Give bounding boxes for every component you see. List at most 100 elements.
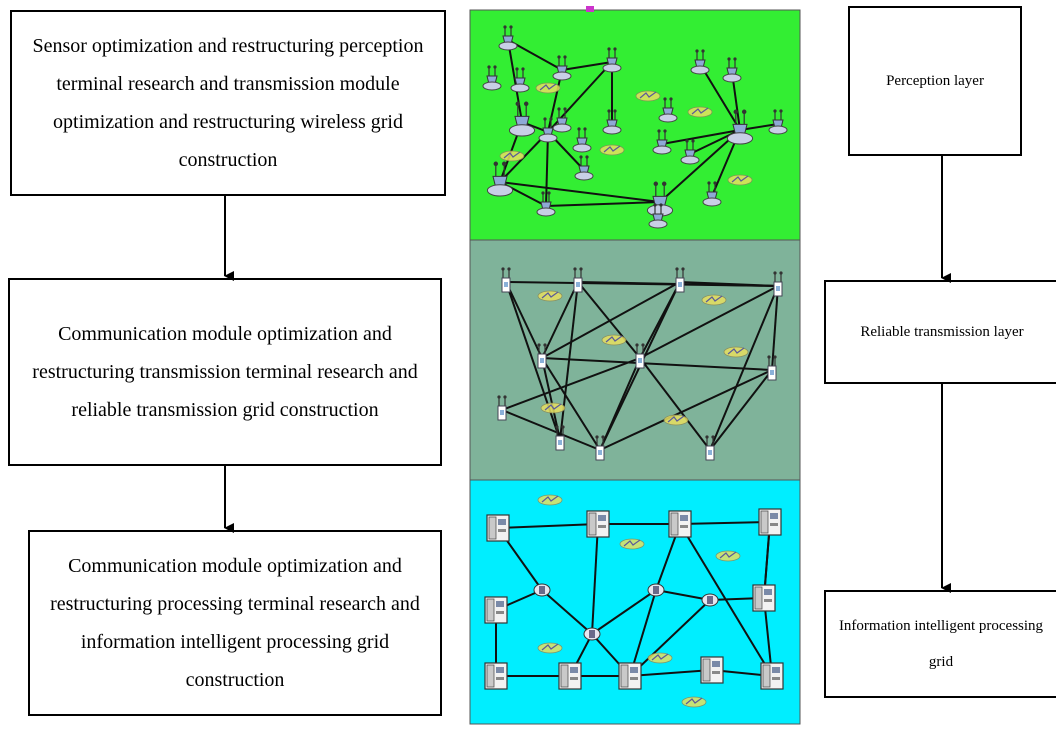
- antenna-sensor-icon: [680, 139, 700, 165]
- panel-marker: [586, 6, 594, 12]
- network-link: [591, 589, 657, 635]
- wireless-signal-icon: [537, 642, 563, 654]
- layer-box-information-processing: Information intelligent processing grid: [824, 590, 1056, 698]
- antenna-sensor-icon: [726, 109, 754, 145]
- antenna-tower-icon: [501, 267, 511, 293]
- antenna-sensor-icon: [538, 117, 558, 143]
- antenna-tower-icon: [555, 425, 565, 451]
- wireless-signal-icon: [635, 90, 661, 102]
- network-link: [629, 599, 711, 677]
- wireless-signal-icon: [499, 150, 525, 162]
- antenna-sensor-icon: [658, 97, 678, 123]
- antenna-sensor-icon: [602, 109, 622, 135]
- wireless-signal-icon: [687, 106, 713, 118]
- network-link: [639, 357, 711, 451]
- server-computer-icon: [668, 510, 692, 538]
- server-computer-icon: [647, 583, 665, 597]
- antenna-sensor-icon: [482, 65, 502, 91]
- step-box-communication-transmission: Communication module optimization and re…: [8, 278, 442, 466]
- antenna-tower-icon: [573, 267, 583, 293]
- step-text: Communication module optimization and re…: [50, 555, 420, 691]
- network-link: [545, 201, 661, 207]
- layer-box-reliable-transmission: Reliable transmission layer: [824, 280, 1056, 384]
- server-computer-icon: [484, 662, 508, 690]
- antenna-sensor-icon: [646, 181, 674, 217]
- wireless-signal-icon: [727, 174, 753, 186]
- wireless-signal-icon: [599, 144, 625, 156]
- wireless-signal-icon: [540, 402, 566, 414]
- step-box-communication-processing: Communication module optimization and re…: [28, 530, 442, 716]
- network-link: [679, 523, 773, 677]
- processing-network-panel: [469, 479, 801, 725]
- server-computer-icon: [533, 583, 551, 597]
- wireless-signal-icon: [537, 290, 563, 302]
- wireless-signal-icon: [715, 550, 741, 562]
- antenna-sensor-icon: [690, 49, 710, 75]
- step-text: Communication module optimization and re…: [32, 323, 418, 421]
- perception-network-panel: [469, 6, 801, 241]
- wireless-signal-icon: [701, 294, 727, 306]
- server-computer-icon: [586, 510, 610, 538]
- antenna-sensor-icon: [574, 155, 594, 181]
- antenna-sensor-icon: [552, 55, 572, 81]
- layer-text: Information intelligent processing grid: [838, 618, 1044, 670]
- antenna-sensor-icon: [602, 47, 622, 73]
- antenna-sensor-icon: [702, 181, 722, 207]
- layer-text: Reliable transmission layer: [860, 324, 1024, 340]
- server-computer-icon: [760, 662, 784, 690]
- antenna-sensor-icon: [508, 101, 536, 137]
- server-computer-icon: [701, 593, 719, 607]
- server-computer-icon: [484, 596, 508, 624]
- antenna-sensor-icon: [552, 107, 572, 133]
- network-link: [639, 285, 779, 359]
- network-link: [545, 131, 549, 207]
- server-computer-icon: [558, 662, 582, 690]
- wireless-signal-icon: [535, 82, 561, 94]
- network-link: [559, 281, 579, 441]
- server-computer-icon: [752, 584, 776, 612]
- network-link: [599, 369, 773, 451]
- antenna-sensor-icon: [486, 161, 514, 197]
- antenna-sensor-icon: [652, 129, 672, 155]
- wireless-signal-icon: [723, 346, 749, 358]
- network-link: [561, 61, 613, 71]
- network-link: [541, 357, 773, 371]
- antenna-sensor-icon: [498, 25, 518, 51]
- antenna-sensor-icon: [722, 57, 742, 83]
- antenna-tower-icon: [635, 343, 645, 369]
- network-link: [629, 669, 713, 677]
- transmission-network-panel: [469, 239, 801, 481]
- network-link: [499, 181, 661, 203]
- server-computer-icon: [486, 514, 510, 542]
- network-link: [541, 281, 579, 359]
- wireless-signal-icon: [681, 696, 707, 708]
- network-link: [591, 523, 599, 635]
- network-link: [501, 357, 641, 411]
- antenna-tower-icon: [705, 435, 715, 461]
- layer-text: Perception layer: [886, 73, 984, 89]
- network-link: [507, 39, 523, 123]
- antenna-sensor-icon: [648, 203, 668, 229]
- wireless-signal-icon: [619, 538, 645, 550]
- network-link: [497, 523, 599, 529]
- network-link: [505, 281, 561, 441]
- network-link: [661, 129, 741, 145]
- network-link: [679, 521, 771, 525]
- network-link: [771, 285, 779, 371]
- antenna-sensor-icon: [536, 191, 556, 217]
- antenna-sensor-icon: [768, 109, 788, 135]
- network-link: [501, 409, 601, 451]
- antenna-tower-icon: [675, 267, 685, 293]
- server-computer-icon: [618, 662, 642, 690]
- network-link: [699, 63, 741, 131]
- network-link: [659, 129, 741, 203]
- network-link: [629, 589, 657, 677]
- antenna-sensor-icon: [572, 127, 592, 153]
- antenna-tower-icon: [767, 355, 777, 381]
- step-box-sensor-optimization: Sensor optimization and restructuring pe…: [10, 10, 446, 196]
- network-link: [709, 369, 773, 451]
- antenna-tower-icon: [595, 435, 605, 461]
- wireless-signal-icon: [647, 652, 673, 664]
- antenna-tower-icon: [497, 395, 507, 421]
- wireless-signal-icon: [663, 414, 689, 426]
